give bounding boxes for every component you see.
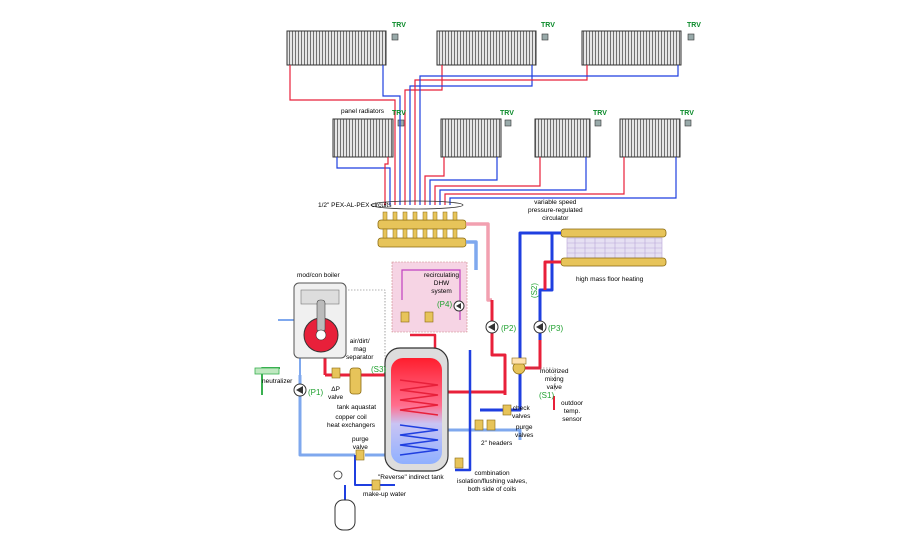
separator-line-2: mag	[353, 346, 367, 353]
sensor-s2-label: (S2)	[530, 282, 540, 299]
trv-label-lower-2: TRV	[500, 110, 514, 117]
pex-circuit-marker	[370, 200, 464, 210]
pex-circuits-label: 1/2" PEX-AL-PEX circuits	[318, 202, 392, 209]
expansion-tank	[334, 499, 356, 531]
mod-con-boiler-label: mod/con boiler	[297, 272, 340, 279]
check-valves-line-1: check	[512, 405, 530, 412]
panel-radiator-lower-3	[534, 118, 602, 158]
dp-valve-line-2: valve	[328, 394, 344, 401]
two-inch-headers-label: 2" headers	[481, 440, 513, 447]
outdoor-temp-line-3: sensor	[562, 416, 582, 423]
copper-coil-line-2: heat exchangers	[327, 422, 376, 429]
radiator-manifold	[377, 211, 467, 248]
purge-valves-line-1: purge	[515, 424, 533, 431]
trv-label-upper-2: TRV	[541, 22, 555, 29]
motorized-line-3: valve	[546, 384, 562, 391]
variable-speed-circulator-label: variable speed pressure-regulated circul…	[528, 199, 583, 223]
check-valves-line-2: valves	[512, 413, 531, 420]
dhw-recirc-loop	[401, 269, 461, 320]
sensor-s1-label: (S1)	[539, 391, 555, 400]
reverse-indirect-tank-label: "Reverse" indirect tank	[378, 474, 444, 481]
trv-label-lower-1: TRV	[392, 110, 406, 117]
high-mass-floor-heating-label: high mass floor heating	[576, 276, 644, 283]
pump-p3	[533, 320, 547, 334]
copper-coil-label: copper coil heat exchangers	[327, 414, 375, 430]
pressure-gauge	[333, 470, 343, 480]
panel-radiators-label: panel radiators	[341, 108, 384, 115]
mixing-valve	[511, 357, 527, 375]
check-valves-label: check valves	[512, 405, 530, 421]
motorized-line-2: mixing	[544, 376, 564, 383]
recirculating-line-2: DHW	[433, 280, 450, 287]
make-up-water-label: make-up water	[363, 491, 406, 498]
recirculating-line-1: recirculating	[424, 272, 460, 279]
tank-aquastat-label: tank aquastat	[337, 404, 377, 411]
panel-radiator-upper-1	[286, 30, 399, 66]
motorized-line-1: motorized	[540, 368, 569, 375]
separator-line-1: air/dirt/	[349, 338, 370, 345]
pump-p3-label: (P3)	[548, 324, 564, 333]
purge-valve-line-2: valve	[352, 444, 368, 451]
pump-p4	[453, 300, 465, 312]
motorized-mixing-valve-label: motorized mixing valve	[540, 368, 569, 392]
separator-line-3: separator	[346, 354, 374, 361]
copper-coil-line-1: copper coil	[335, 414, 367, 421]
trv-label-upper-1: TRV	[392, 22, 406, 29]
combination-line-1: combination	[474, 470, 510, 477]
purge-valves-line-2: valves	[515, 432, 534, 439]
outdoor-temp-sensor-label: outdoor temp. sensor	[561, 400, 583, 424]
panel-radiator-lower-4	[619, 118, 692, 158]
panel-radiator-upper-3	[581, 30, 695, 66]
air-dirt-mag-separator	[349, 367, 362, 395]
pex-circuit-lines	[289, 65, 679, 205]
panel-radiator-lower-2	[440, 118, 512, 158]
neutralizer-label: neutralizer	[262, 378, 293, 385]
pump-p1	[293, 383, 307, 397]
floor-heating-manifold	[560, 228, 667, 267]
combination-valves-label: combination isolation/flushing valves, b…	[457, 470, 527, 494]
pump-p4-label: (P4)	[437, 300, 453, 309]
panel-radiator-upper-2	[436, 30, 549, 66]
recirculating-line-3: system	[431, 288, 452, 295]
combination-line-2: isolation/flushing valves,	[457, 478, 528, 485]
variable-speed-line-1: variable speed	[534, 199, 577, 206]
mod-con-boiler	[293, 282, 347, 359]
trv-label-lower-4: TRV	[680, 110, 694, 117]
variable-speed-line-3: circulator	[542, 215, 569, 222]
purge-valves-label: purge valves	[515, 424, 533, 440]
reverse-indirect-tank	[384, 347, 449, 472]
trv-label-lower-3: TRV	[593, 110, 607, 117]
outdoor-temp-line-2: temp.	[563, 408, 581, 415]
pump-p2-label: (P2)	[501, 324, 517, 333]
sensor-s3-label: (S3)	[371, 365, 387, 374]
pump-p2	[485, 320, 499, 334]
air-dirt-mag-separator-label: air/dirt/ mag separator	[346, 338, 373, 362]
panel-radiator-lower-1	[332, 118, 405, 158]
recirculating-dhw-label: recirculating DHW system	[424, 272, 459, 296]
dp-valve-line-1: ΔP	[331, 386, 340, 393]
purge-valve-label: purge valve	[352, 436, 369, 452]
purge-valve-line-1: purge	[352, 436, 369, 443]
trv-label-upper-3: TRV	[687, 22, 701, 29]
brass-valves	[331, 311, 512, 491]
neutralizer-tube	[254, 367, 280, 375]
pump-p1-label: (P1)	[308, 388, 324, 397]
combination-line-3: both side of coils	[467, 486, 517, 493]
outdoor-temp-line-1: outdoor	[561, 400, 584, 407]
dp-valve-label: ΔP valve	[328, 386, 343, 402]
variable-speed-line-2: pressure-regulated	[528, 207, 583, 214]
